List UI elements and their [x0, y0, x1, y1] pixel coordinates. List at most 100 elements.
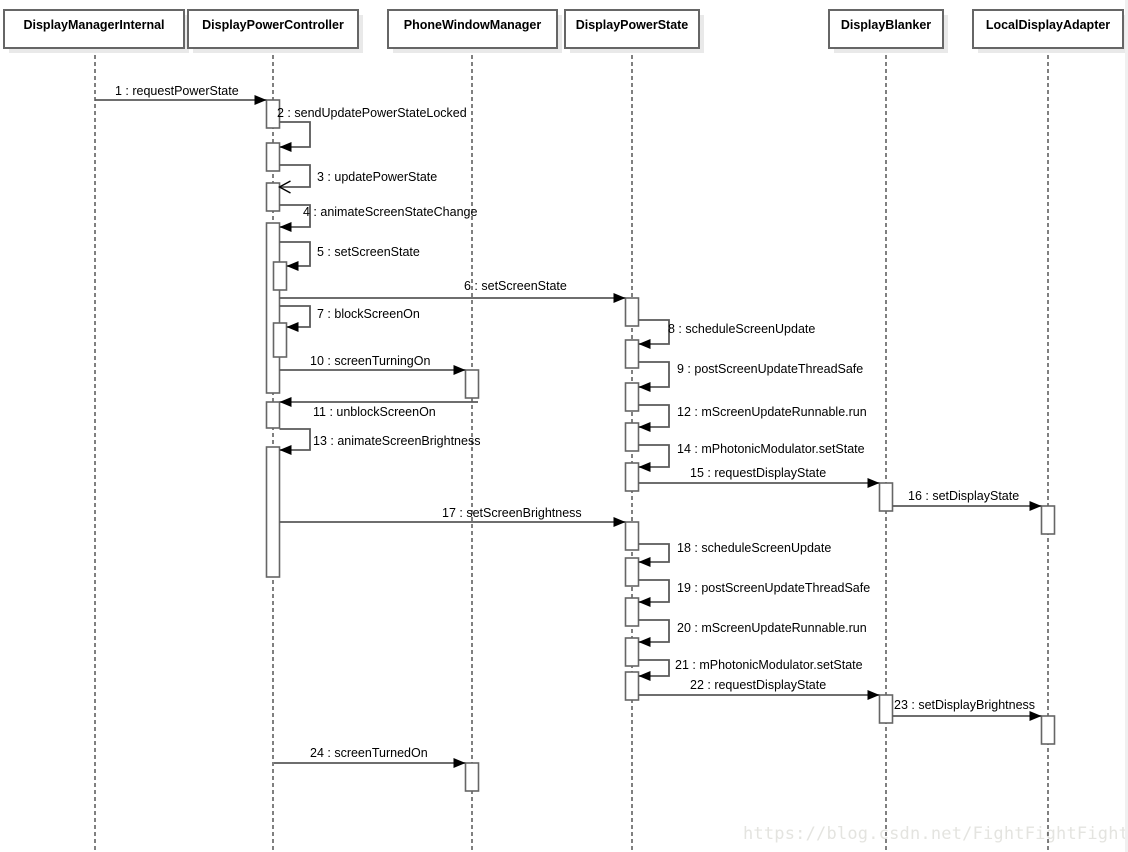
activation-dps-7: [624, 557, 640, 587]
participant-label-local-display-adapter: LocalDisplayAdapter: [986, 18, 1110, 32]
message-13: 13 : animateScreenBrightness: [279, 428, 480, 455]
arrowhead: [613, 293, 626, 303]
self-message-line: [638, 361, 670, 388]
self-message-line: [638, 319, 670, 345]
message-label-4: 4 : animateScreenStateChange: [303, 205, 477, 219]
message-label-5: 5 : setScreenState: [317, 245, 420, 259]
activation-dps-3: [624, 382, 640, 412]
activation-dps-1: [624, 297, 640, 327]
message-2: 2 : sendUpdatePowerStateLocked: [277, 106, 467, 152]
message-17: 17 : setScreenBrightness: [279, 506, 626, 527]
message-23: 23 : setDisplayBrightness: [892, 698, 1042, 721]
participant-box-display-manager-internal: [3, 9, 185, 49]
self-message-line: [638, 659, 670, 677]
message-label-12: 12 : mScreenUpdateRunnable.run: [677, 405, 867, 419]
arrowhead: [254, 95, 267, 105]
activation-lda-2: [1040, 715, 1056, 745]
activation-dpc-7: [265, 401, 281, 429]
message-label-2: 2 : sendUpdatePowerStateLocked: [277, 106, 467, 120]
activation-dps-9: [624, 637, 640, 667]
message-10: 10 : screenTurningOn: [279, 354, 466, 375]
arrowhead: [1029, 501, 1042, 511]
message-6: 6 : setScreenState: [279, 279, 626, 303]
activation-dpc-4: [265, 222, 281, 394]
message-20: 20 : mScreenUpdateRunnable.run: [638, 619, 867, 647]
activation-dpc-5: [272, 261, 288, 291]
message-label-24: 24 : screenTurnedOn: [310, 746, 428, 760]
activation-lda-1: [1040, 505, 1056, 535]
activation-dpc-2: [265, 142, 281, 172]
watermark: https://blog.csdn.net/FightFightFight: [743, 824, 1128, 844]
activation-pwm-2: [464, 762, 480, 792]
participant-label-display-power-controller: DisplayPowerController: [202, 18, 344, 32]
message-15: 15 : requestDisplayState: [638, 466, 880, 488]
message-label-1: 1 : requestPowerState: [115, 84, 239, 98]
participant-label-display-power-state: DisplayPowerState: [576, 18, 689, 32]
message-label-13: 13 : animateScreenBrightness: [313, 434, 480, 448]
message-8: 8 : scheduleScreenUpdate: [638, 319, 815, 349]
arrowhead: [638, 422, 651, 432]
participant-label-display-blanker: DisplayBlanker: [841, 18, 931, 32]
self-message-line: [638, 543, 670, 563]
arrowhead: [638, 462, 651, 472]
activation-pwm-1: [464, 369, 480, 399]
activation-dps-6: [624, 521, 640, 551]
message-19: 19 : postScreenUpdateThreadSafe: [638, 579, 870, 607]
message-label-23: 23 : setDisplayBrightness: [894, 698, 1035, 712]
activation-dps-5: [624, 462, 640, 492]
message-label-11: 11 : unblockScreenOn: [313, 405, 436, 419]
message-label-9: 9 : postScreenUpdateThreadSafe: [677, 362, 863, 376]
arrowhead: [279, 142, 292, 152]
self-message-line: [279, 164, 311, 188]
self-message-line: [638, 579, 670, 603]
arrowhead: [613, 517, 626, 527]
arrowhead: [453, 365, 466, 375]
message-12: 12 : mScreenUpdateRunnable.run: [638, 404, 867, 432]
message-label-19: 19 : postScreenUpdateThreadSafe: [677, 581, 870, 595]
message-22: 22 : requestDisplayState: [638, 678, 880, 700]
message-label-22: 22 : requestDisplayState: [690, 678, 826, 692]
activation-dpc-8: [265, 446, 281, 578]
message-16: 16 : setDisplayState: [892, 489, 1042, 511]
message-11: 11 : unblockScreenOn: [279, 397, 478, 419]
activation-dps-8: [624, 597, 640, 627]
self-message-line: [279, 121, 311, 148]
self-message-line: [638, 444, 670, 468]
arrowhead: [638, 597, 651, 607]
self-message-line: [638, 404, 670, 428]
message-label-15: 15 : requestDisplayState: [690, 466, 826, 480]
open-arrowhead: [278, 180, 291, 194]
arrowhead: [638, 382, 651, 392]
participant-box-display-power-state: [564, 9, 700, 49]
activation-dpc-1: [265, 99, 281, 129]
message-label-16: 16 : setDisplayState: [908, 489, 1019, 503]
arrowhead: [279, 222, 292, 232]
arrowhead: [638, 339, 651, 349]
activation-dps-10: [624, 671, 640, 701]
activation-dps-4: [624, 422, 640, 452]
activation-db-2: [878, 694, 894, 724]
activation-db-1: [878, 482, 894, 512]
participant-box-display-power-controller: [187, 9, 359, 49]
participant-box-display-blanker: [828, 9, 944, 49]
message-label-8: 8 : scheduleScreenUpdate: [668, 322, 815, 336]
activation-dps-2: [624, 339, 640, 369]
message-label-7: 7 : blockScreenOn: [317, 307, 420, 321]
message-label-20: 20 : mScreenUpdateRunnable.run: [677, 621, 867, 635]
arrowhead: [279, 397, 292, 407]
self-message-line: [279, 428, 311, 451]
message-24: 24 : screenTurnedOn: [274, 746, 466, 768]
message-9: 9 : postScreenUpdateThreadSafe: [638, 361, 863, 392]
message-label-18: 18 : scheduleScreenUpdate: [677, 541, 831, 555]
arrowhead: [279, 445, 292, 455]
arrowhead: [453, 758, 466, 768]
message-label-6: 6 : setScreenState: [464, 279, 567, 293]
arrowhead: [1029, 711, 1042, 721]
message-label-21: 21 : mPhotonicModulator.setState: [675, 658, 863, 672]
message-18: 18 : scheduleScreenUpdate: [638, 541, 831, 567]
message-label-10: 10 : screenTurningOn: [310, 354, 430, 368]
participant-box-phone-window-manager: [387, 9, 558, 49]
participant-label-phone-window-manager: PhoneWindowManager: [404, 18, 542, 32]
arrowhead: [867, 690, 880, 700]
